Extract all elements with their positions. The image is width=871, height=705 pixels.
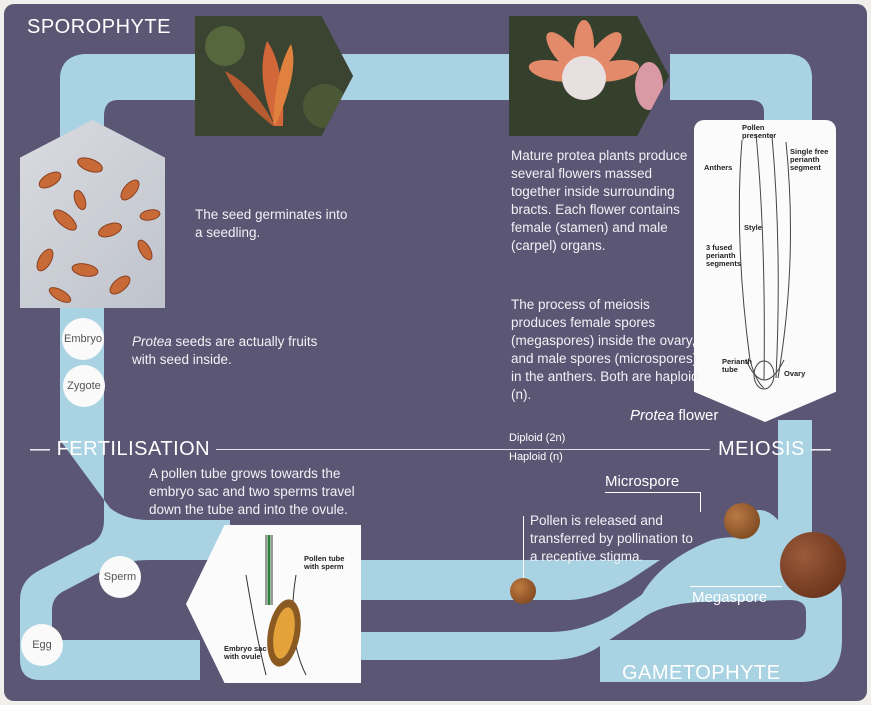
flower-caption-italic: Protea xyxy=(630,407,674,424)
pollen-presenter-label: Pollen presenter xyxy=(742,124,778,140)
megaspore-label: Megaspore xyxy=(692,589,767,606)
seedling-photo xyxy=(195,16,353,136)
gametophyte-title: GAMETOPHYTE xyxy=(622,662,781,685)
germinates-text: The seed germinates into a seedling. xyxy=(195,206,355,242)
fertilisation-title: — FERTILISATION xyxy=(30,438,210,461)
megaspore-sphere xyxy=(780,532,846,598)
flower-caption: Protea flower xyxy=(630,407,718,424)
seeds-illustration xyxy=(20,120,165,308)
pollen-tube-sperm-label: Pollen tube with sperm xyxy=(304,555,354,571)
fertilisation-label: FERTILISATION xyxy=(57,438,211,460)
mature-plants-text: Mature protea plants produce several flo… xyxy=(511,147,689,255)
megaspore-leader-line xyxy=(690,586,782,587)
egg-bubble: Egg xyxy=(21,624,63,666)
microspore-sphere xyxy=(724,503,760,539)
meiosis-description: The process of meiosis produces female s… xyxy=(511,296,699,404)
dash-left: — xyxy=(30,438,57,460)
anthers-label: Anthers xyxy=(704,164,732,172)
microspore-leader-line-down xyxy=(700,492,701,512)
pollen-released-text: Pollen is released and transferred by po… xyxy=(530,512,700,566)
seedling-illustration xyxy=(195,16,353,136)
microspore-label: Microspore xyxy=(605,473,679,490)
protea-seeds-photo xyxy=(20,120,165,308)
flower-caption-rest: flower xyxy=(674,407,718,424)
single-free-perianth-label: Single free perianth segment xyxy=(790,148,830,172)
haploid-label: Haploid (n) xyxy=(509,451,563,463)
perianth-tube-label: Perianth tube xyxy=(722,358,752,374)
dash-right: — xyxy=(805,438,832,460)
meiosis-title: MEIOSIS — xyxy=(718,438,831,461)
pollen-sphere xyxy=(510,578,536,604)
protea-flower-photo xyxy=(509,16,669,136)
pollen-tube-text: A pollen tube grows towards the embryo s… xyxy=(149,465,364,519)
embryo-bubble: Embryo xyxy=(62,318,104,360)
diploid-label: Diploid (2n) xyxy=(509,432,565,444)
ploidy-divider-line-left xyxy=(216,449,710,450)
protea-flower-diagram: Pollen presenter Single free perianth se… xyxy=(694,120,836,422)
seeds-text-italic: Protea xyxy=(132,334,172,349)
sperm-bubble: Sperm xyxy=(99,556,141,598)
fused-perianth-label: 3 fused perianth segments xyxy=(706,244,746,268)
pollen-leader-line xyxy=(523,516,524,582)
style-label: Style xyxy=(744,224,762,232)
seeds-text: Protea seeds are actually fruits with se… xyxy=(132,333,342,369)
microspore-leader-line xyxy=(605,492,701,493)
zygote-bubble: Zygote xyxy=(63,365,105,407)
embryo-sac-label: Embryo sac with ovule xyxy=(224,645,270,661)
sporophyte-title: SPOROPHYTE xyxy=(27,16,171,39)
ovary-label: Ovary xyxy=(784,370,805,378)
flower-illustration xyxy=(509,16,669,136)
meiosis-label: MEIOSIS xyxy=(718,438,805,460)
